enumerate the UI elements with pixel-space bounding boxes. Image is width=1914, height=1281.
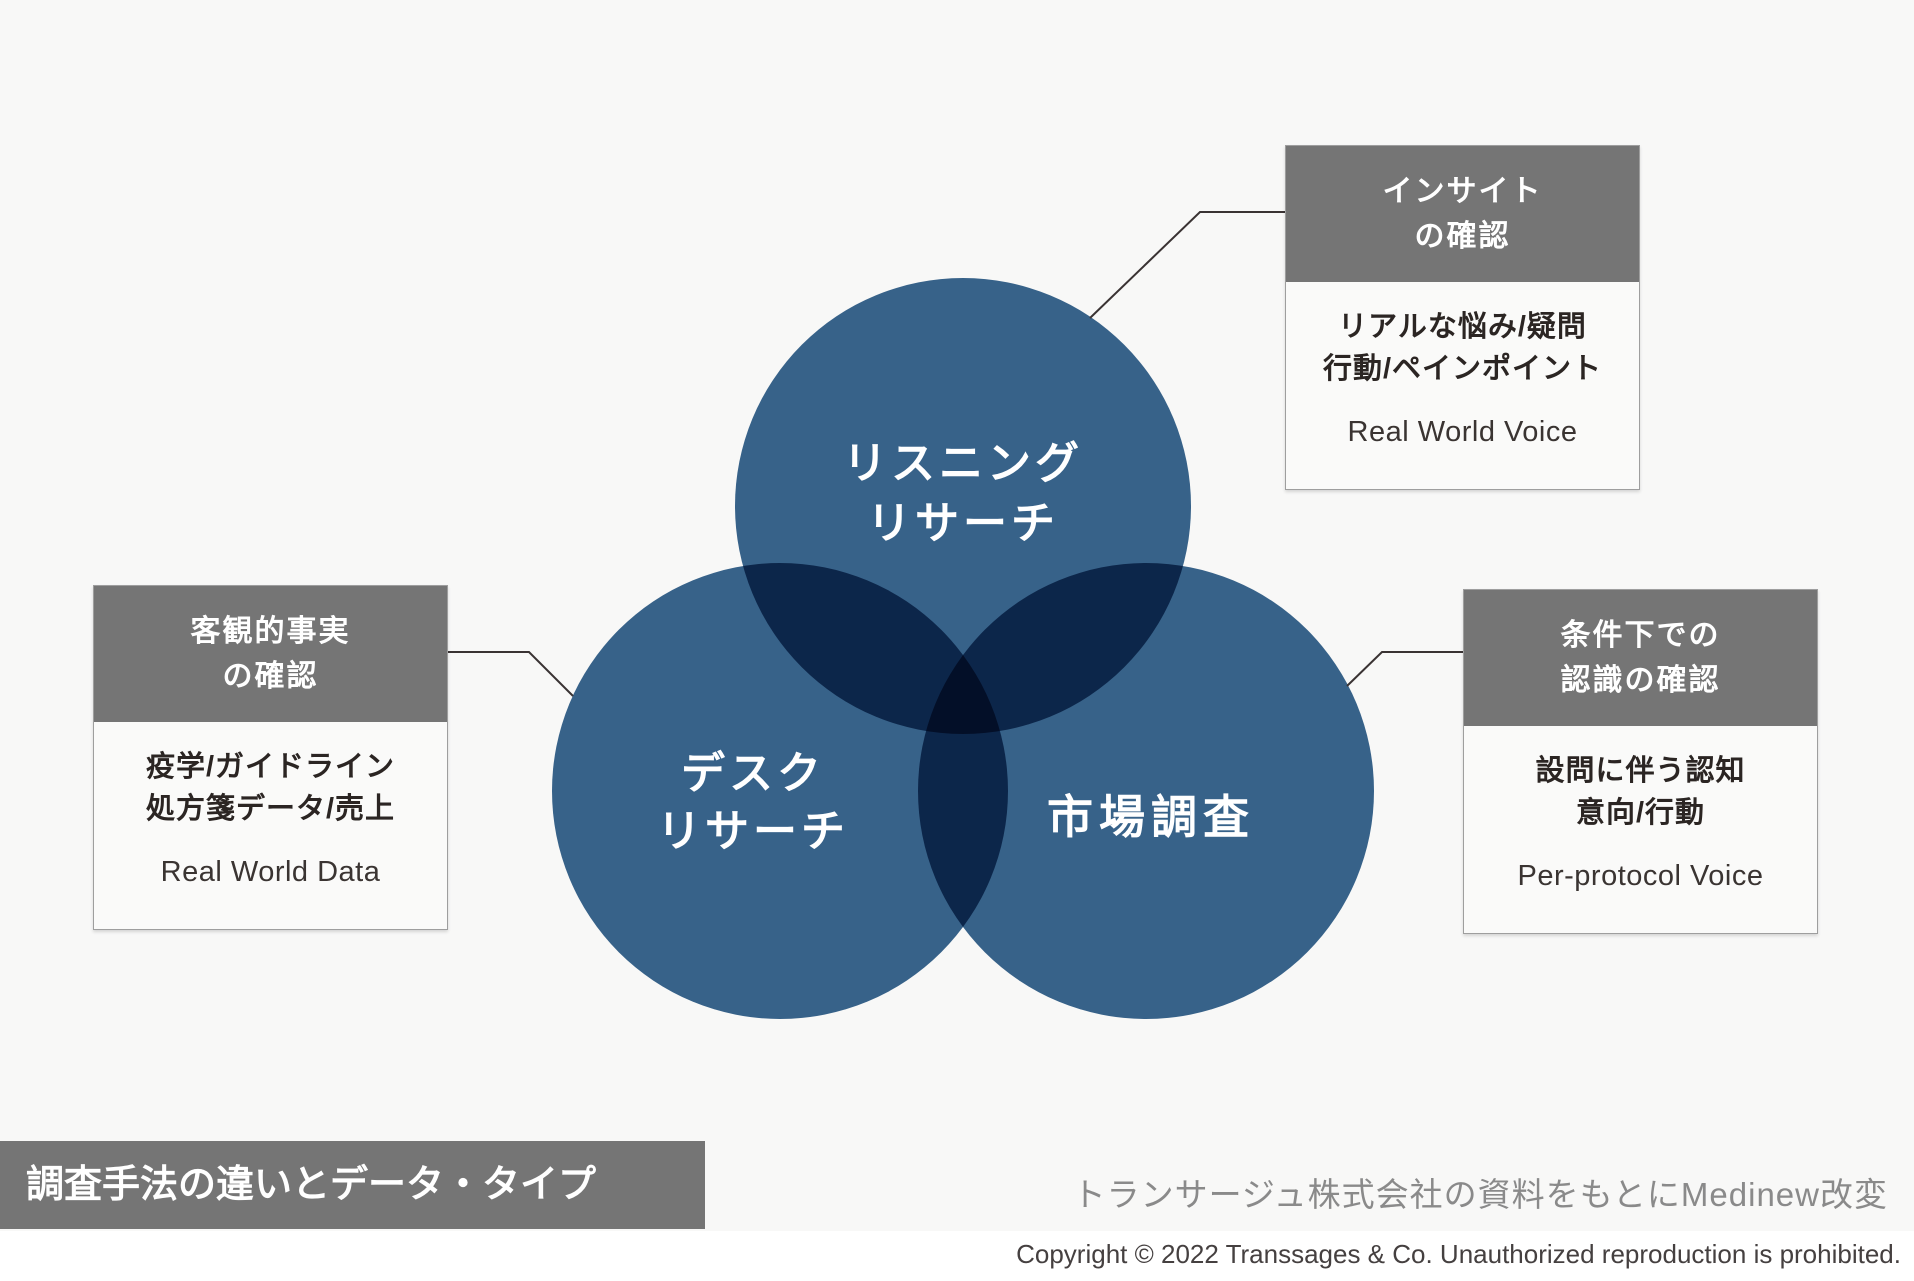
callout-header-line: インサイト [1382, 175, 1543, 208]
connector-insight [1089, 211, 1285, 319]
callout-insight-body: リアルな悩み/疑問 行動/ペインポイント Real World Voice [1286, 282, 1639, 489]
callout-conditional-recognition-body: 設問に伴う認知 意向/行動 Per-protocol Voice [1464, 726, 1817, 933]
callout-objective-fact: 客観的事実 の確認 疫学/ガイドライン 処方箋データ/売上 Real World… [93, 585, 448, 930]
connector-conditional-recognition [1346, 651, 1463, 687]
callout-body-line: 設問に伴う認知 [1535, 755, 1746, 787]
callout-conditional-recognition: 条件下での 認識の確認 設問に伴う認知 意向/行動 Per-protocol V… [1463, 589, 1818, 934]
callout-header-line: の確認 [1414, 220, 1511, 253]
callout-insight-header: インサイト の確認 [1286, 146, 1639, 282]
label-line: リサーチ [867, 499, 1059, 548]
callout-header-line: 認識の確認 [1560, 664, 1721, 697]
callout-objective-fact-header: 客観的事実 の確認 [94, 586, 447, 722]
callout-header-line: の確認 [222, 660, 319, 693]
callout-english-line: Per-protocol Voice [1517, 860, 1764, 892]
callout-body-line: 疫学/ガイドライン [145, 751, 396, 783]
callout-english-line: Real World Data [160, 856, 381, 888]
callout-objective-fact-body: 疫学/ガイドライン 処方箋データ/売上 Real World Data [94, 722, 447, 929]
label-line: リスニング [843, 439, 1083, 488]
callout-body-line: 行動/ペインポイント [1322, 353, 1603, 385]
callout-body-line: 意向/行動 [1575, 797, 1706, 829]
callout-body-line: リアルな悩み/疑問 [1338, 311, 1587, 343]
label-line: 市場調査 [1047, 791, 1255, 843]
circle-desk-research [552, 563, 1008, 1019]
label-line: リサーチ [657, 807, 849, 856]
label-market-research: 市場調査 [1047, 792, 1255, 842]
page-title: 調査手法の違いとデータ・タイプ [0, 1141, 705, 1229]
connector-objective-fact [447, 651, 574, 697]
label-listening-research: リスニング リサーチ [843, 434, 1083, 554]
callout-conditional-recognition-header: 条件下での 認識の確認 [1464, 590, 1817, 726]
callout-english-line: Real World Voice [1347, 416, 1578, 448]
label-desk-research: デスク リサーチ [657, 745, 849, 861]
circle-market-research [918, 563, 1374, 1019]
callout-body-line: 処方箋データ/売上 [145, 793, 396, 825]
copyright-text: Copyright © 2022 Transsages & Co. Unauth… [1016, 1239, 1901, 1269]
callout-insight: インサイト の確認 リアルな悩み/疑問 行動/ペインポイント Real Worl… [1285, 145, 1640, 490]
label-line: デスク [681, 749, 825, 798]
callout-header-line: 条件下での [1560, 619, 1721, 652]
callout-header-line: 客観的事実 [190, 615, 351, 648]
footer-strip: Copyright © 2022 Transsages & Co. Unauth… [0, 1231, 1914, 1281]
attribution-text: トランサージュ株式会社の資料をもとにMedinew改変 [1072, 1176, 1888, 1213]
